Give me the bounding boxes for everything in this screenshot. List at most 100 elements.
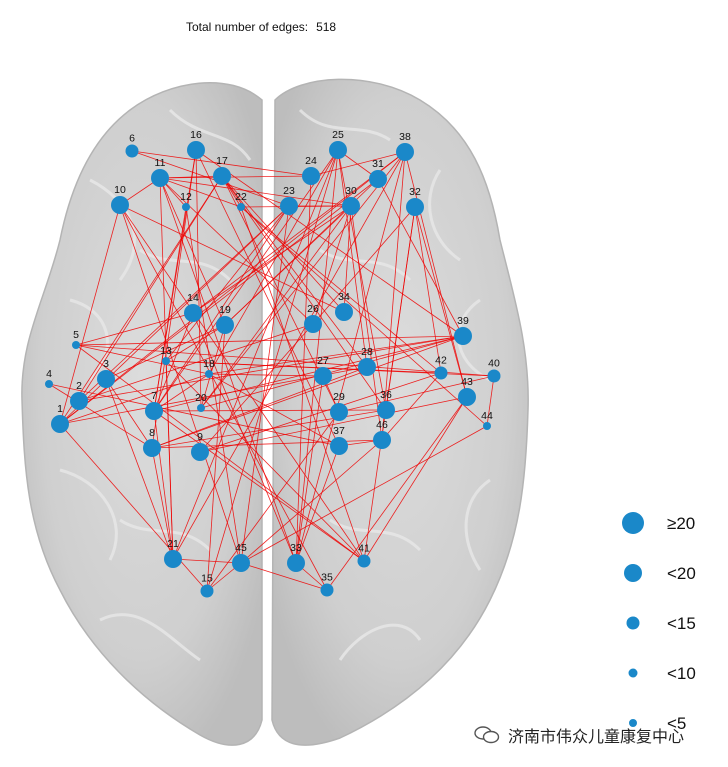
node-label-45: 45 <box>235 542 247 554</box>
legend-marker-1 <box>624 564 642 582</box>
node-label-22: 22 <box>235 191 247 203</box>
edge-20-39 <box>200 335 464 409</box>
edge-12-45 <box>185 206 242 564</box>
edge-26-30 <box>312 205 352 325</box>
node-label-9: 9 <box>197 431 203 443</box>
edge-23-45 <box>240 205 290 564</box>
node-7 <box>145 402 163 420</box>
legend-label-3: <10 <box>667 664 696 683</box>
edge-21-38 <box>172 151 406 560</box>
brain-fold-11 <box>319 248 412 282</box>
node-30 <box>342 197 360 215</box>
watermark: 济南市伟众儿童康复中心 <box>474 723 684 747</box>
edge-1-17 <box>59 175 223 425</box>
edge-9-42 <box>199 372 442 453</box>
edge-15-29 <box>206 411 340 592</box>
node-6 <box>125 144 139 158</box>
node-label-46: 46 <box>376 419 388 431</box>
node-label-7: 7 <box>151 390 157 402</box>
legend-label-0: ≥20 <box>667 514 695 533</box>
legend-label-4: <5 <box>667 714 686 733</box>
edge-7-21 <box>153 410 174 560</box>
edge-13-19 <box>165 324 226 362</box>
node-26 <box>304 315 322 333</box>
edge-2-39 <box>78 335 464 402</box>
brain-fold-2 <box>59 468 118 561</box>
edge-32-42 <box>414 206 442 374</box>
node-label-18: 18 <box>203 358 215 370</box>
edge-14-33 <box>192 312 297 564</box>
node-27 <box>314 367 332 385</box>
edge-1-18 <box>59 373 210 425</box>
node-23 <box>280 197 298 215</box>
edge-11-24 <box>159 175 312 179</box>
brain-fold-3 <box>99 613 201 662</box>
edge-5-41 <box>75 344 365 562</box>
edge-25-28 <box>337 149 368 368</box>
edge-count-label: Total number of edges: <box>186 20 309 34</box>
edge-41-43 <box>363 396 468 562</box>
edge-count-header: Total number of edges: 518 <box>186 20 336 34</box>
node-label-28: 28 <box>361 346 373 358</box>
node-label-42: 42 <box>435 355 447 367</box>
node-46 <box>373 431 391 449</box>
node-label-14: 14 <box>187 292 199 304</box>
brain-fold-5 <box>428 169 461 262</box>
left-hemisphere <box>21 82 263 746</box>
brain-fold-7 <box>464 478 491 571</box>
node-8 <box>143 439 161 457</box>
node-29 <box>330 403 348 421</box>
node-28 <box>358 358 376 376</box>
node-45 <box>232 554 250 572</box>
edge-32-43 <box>414 206 468 398</box>
node-label-25: 25 <box>332 129 344 141</box>
brain-fold-8 <box>338 623 422 661</box>
edge-35-43 <box>326 396 468 591</box>
node-12 <box>182 203 190 211</box>
edge-count-value: 518 <box>316 20 337 34</box>
brain-fold-0 <box>89 178 136 281</box>
edge-16-37 <box>195 149 340 447</box>
node-11 <box>151 169 169 187</box>
node-9 <box>191 443 209 461</box>
edge-1-15 <box>59 423 208 592</box>
node-label-12: 12 <box>180 191 192 203</box>
edge-7-41 <box>153 410 365 562</box>
node-label-43: 43 <box>461 376 473 388</box>
edge-15-19 <box>206 324 226 592</box>
edge-15-25 <box>206 149 339 592</box>
legend-marker-3 <box>628 668 638 678</box>
node-44 <box>483 422 491 430</box>
node-43 <box>458 388 476 406</box>
edge-8-39 <box>151 335 464 449</box>
wechat-icon <box>474 726 500 744</box>
node-label-41: 41 <box>358 543 370 555</box>
edge-10-45 <box>119 204 242 564</box>
node-label-5: 5 <box>73 329 79 341</box>
edge-25-33 <box>295 149 339 564</box>
edge-10-41 <box>119 204 365 562</box>
edge-1-23 <box>59 205 290 425</box>
edge-42-46 <box>381 372 442 441</box>
node-label-29: 29 <box>333 391 345 403</box>
brain-fold-9 <box>298 108 391 142</box>
node-label-1: 1 <box>57 403 63 415</box>
node-label-40: 40 <box>488 358 500 370</box>
edge-5-18 <box>75 344 210 375</box>
node-label-24: 24 <box>305 155 317 167</box>
edge-3-8 <box>105 378 153 449</box>
edge-17-36 <box>221 175 387 411</box>
node-label-31: 31 <box>372 158 384 170</box>
edge-44-45 <box>240 425 488 564</box>
edge-31-39 <box>377 178 464 337</box>
edge-24-38 <box>310 151 406 177</box>
edge-2-17 <box>78 175 223 402</box>
edge-4-37 <box>48 383 340 447</box>
edge-22-41 <box>240 206 365 562</box>
node-25 <box>329 141 347 159</box>
edge-21-45 <box>172 558 242 564</box>
node-10 <box>111 196 129 214</box>
edge-38-46 <box>381 151 406 441</box>
edge-25-36 <box>337 149 387 411</box>
node-38 <box>396 143 414 161</box>
